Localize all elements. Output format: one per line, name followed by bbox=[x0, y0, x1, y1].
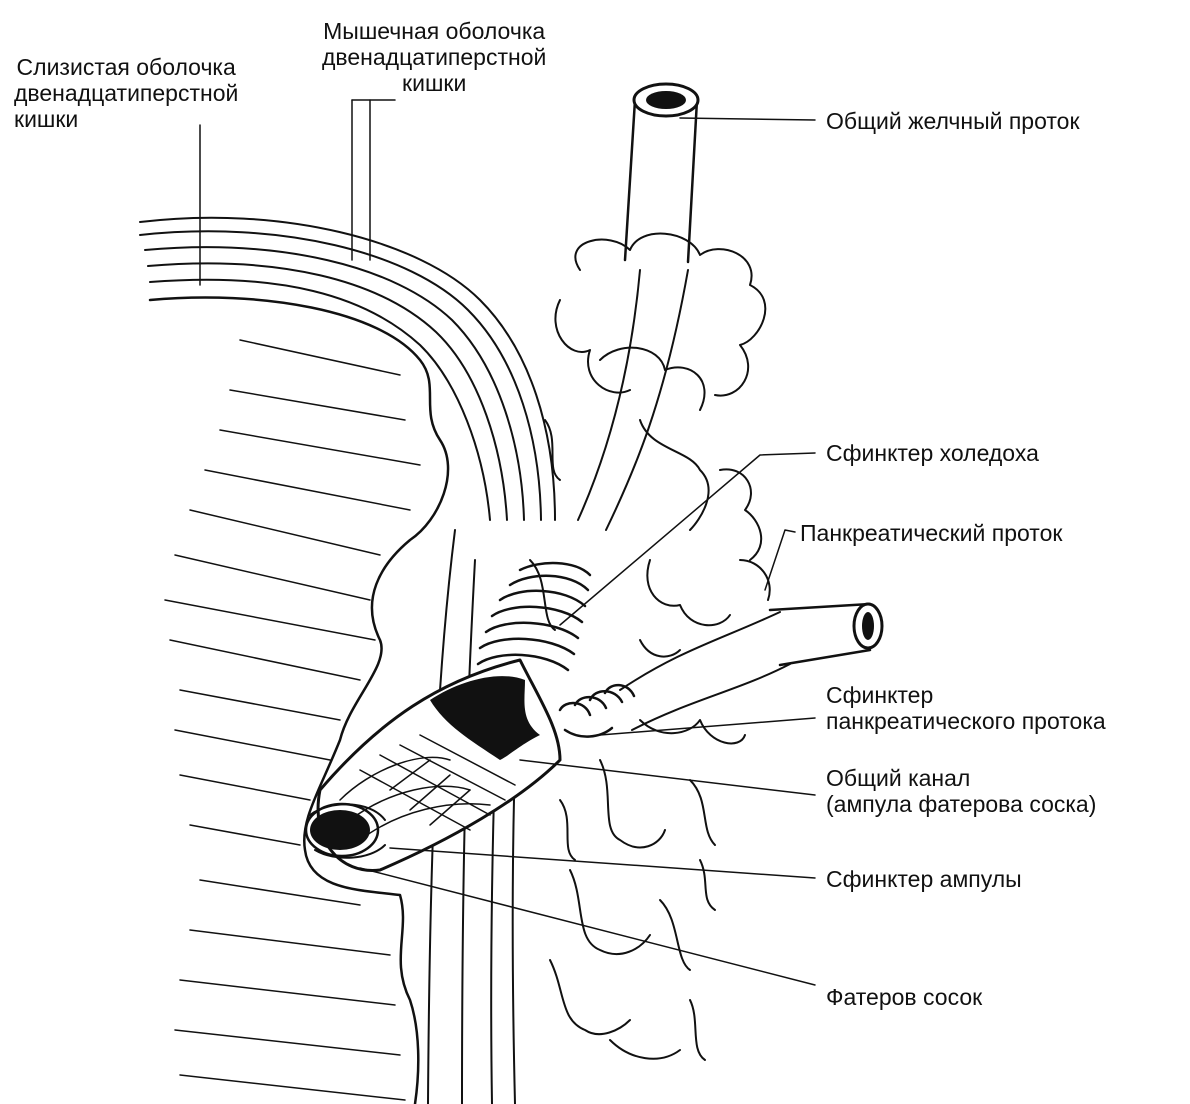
pancreatic-sphincter-label: Сфинктер панкреатического протока bbox=[826, 682, 1106, 734]
common-channel-label: Общий канал (ампула фатерова соска) bbox=[826, 765, 1096, 817]
muscular-label-line-3: кишки bbox=[322, 70, 546, 96]
mucosa-label-line-3: кишки bbox=[14, 106, 238, 132]
pancreatic-sphincter-rings bbox=[560, 685, 634, 736]
common-bile-duct bbox=[578, 84, 698, 530]
mucosa-label: Слизистая оболочка двенадцатиперстной ки… bbox=[14, 54, 238, 132]
pancreatic-tissue bbox=[530, 234, 770, 1060]
mucosa-hatching bbox=[165, 340, 420, 1100]
duodenal-wall bbox=[140, 218, 555, 1104]
ampulla bbox=[306, 660, 560, 870]
mucosa-label-line-2: двенадцатиперстной bbox=[14, 80, 238, 106]
choledochal-sphincter-rings bbox=[478, 563, 590, 670]
papilla-label: Фатеров сосок bbox=[826, 984, 982, 1010]
mucosa-label-line-1: Слизистая оболочка bbox=[14, 54, 238, 80]
leader-lines bbox=[200, 100, 815, 985]
common-bile-duct-label: Общий желчный проток bbox=[826, 108, 1080, 134]
muscular-label: Мышечная оболочка двенадцатиперстной киш… bbox=[322, 18, 546, 96]
ampulla-sphincter-label: Сфинктер ампулы bbox=[826, 866, 1022, 892]
pancreatic-duct-label: Панкреатический проток bbox=[800, 520, 1062, 546]
muscular-label-line-1: Мышечная оболочка bbox=[322, 18, 546, 44]
pancreatic-sphincter-label-line-2: панкреатического протока bbox=[826, 708, 1106, 734]
common-channel-label-line-1: Общий канал bbox=[826, 765, 1096, 791]
mucosal-surface bbox=[150, 298, 448, 1104]
choledochal-sphincter-label: Сфинктер холедоха bbox=[826, 440, 1039, 466]
muscular-label-line-2: двенадцатиперстной bbox=[322, 44, 546, 70]
common-channel-label-line-2: (ампула фатерова соска) bbox=[826, 791, 1096, 817]
pancreatic-sphincter-label-line-1: Сфинктер bbox=[826, 682, 1106, 708]
